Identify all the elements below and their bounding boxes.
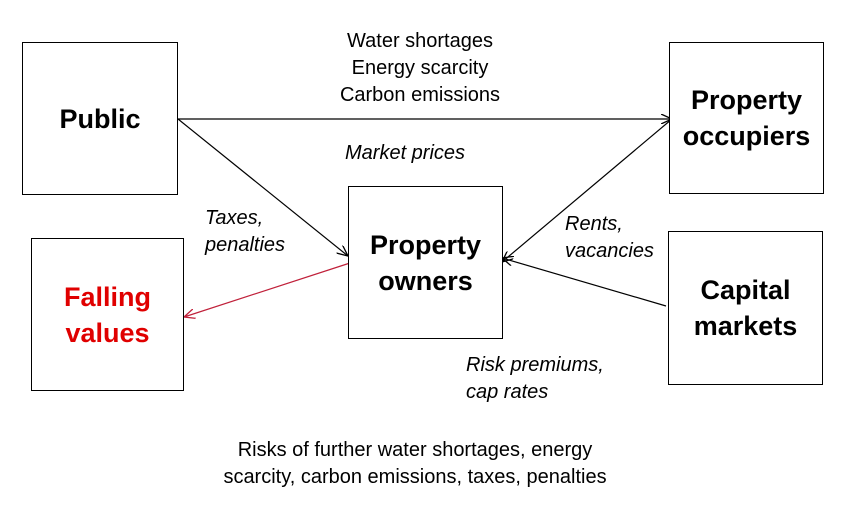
risks-line-2: scarcity, carbon emissions, taxes, penal… bbox=[223, 466, 607, 488]
rents-vacancies-label: Rents, vacancies bbox=[565, 211, 654, 265]
arrow-occupiers-to-owners bbox=[502, 118, 673, 262]
risks-line-1: Risks of further water shortages, energy bbox=[237, 439, 593, 461]
risks-caption: Risks of further water shortages, energy… bbox=[195, 437, 635, 491]
shortages-line-1: Water shortages bbox=[347, 30, 493, 52]
capital-markets-line-1: Capital bbox=[700, 275, 791, 305]
public-box-label: Public bbox=[59, 103, 141, 134]
property-owners-line-2: owners bbox=[378, 265, 473, 296]
taxes-line-1: Taxes, bbox=[205, 207, 264, 229]
arrow-capital-to-owners bbox=[502, 258, 667, 307]
shortages-line-2: Energy scarcity bbox=[351, 57, 489, 79]
public-box: Public bbox=[22, 42, 178, 195]
arrow-public-to-owners bbox=[177, 118, 348, 256]
taxes-line-2: penalties bbox=[205, 234, 286, 256]
shortages-label: Water shortages Energy scarcity Carbon e… bbox=[300, 28, 540, 109]
risk-premiums-line-1: Risk premiums, bbox=[466, 354, 604, 376]
property-occupiers-box: Property occupiers bbox=[669, 42, 824, 194]
capital-markets-line-2: markets bbox=[693, 311, 798, 341]
rents-line-1: Rents, bbox=[565, 213, 623, 235]
risk-premiums-label: Risk premiums, cap rates bbox=[466, 352, 604, 406]
risk-premiums-line-2: cap rates bbox=[466, 381, 549, 403]
taxes-penalties-label: Taxes, penalties bbox=[205, 205, 285, 259]
shortages-line-3: Carbon emissions bbox=[339, 84, 501, 106]
market-prices-label: Market prices bbox=[345, 142, 466, 164]
falling-values-line-1: Falling bbox=[64, 281, 151, 312]
arrow-owners-to-falling bbox=[184, 262, 351, 317]
falling-values-box: Falling values bbox=[31, 238, 184, 391]
property-owners-line-1: Property bbox=[369, 229, 482, 260]
property-occupiers-line-1: Property bbox=[690, 85, 803, 115]
rents-line-2: vacancies bbox=[565, 240, 654, 262]
property-owners-box: Property owners bbox=[348, 186, 503, 339]
capital-markets-box: Capital markets bbox=[668, 231, 823, 385]
falling-values-line-2: values bbox=[65, 317, 150, 348]
property-occupiers-line-2: occupiers bbox=[682, 121, 811, 151]
